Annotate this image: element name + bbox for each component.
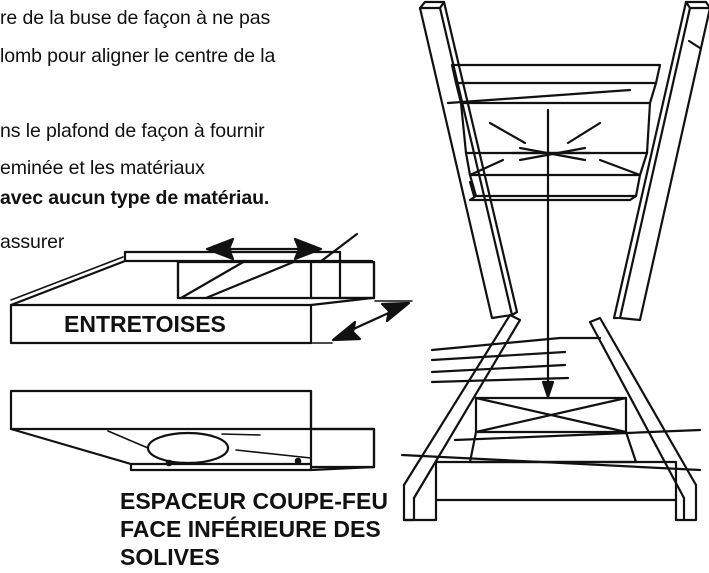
instruction-line-5-warning: avec aucun type de matériau. (0, 187, 270, 209)
caption-line-2: FACE INFÉRIEURE DES (120, 516, 381, 542)
instruction-line-6: assurer (0, 231, 65, 253)
instruction-line-2: lomb pour aligner le centre de la (0, 45, 276, 67)
caption-line-3: SOLIVES (120, 544, 220, 570)
instruction-line-4: eminée et les matériaux (0, 157, 205, 179)
chimney-perspective-diagram (402, 2, 709, 520)
firestop-spacer-diagram (11, 391, 374, 470)
caption-line-1: ESPACEUR COUPE-FEU (120, 488, 388, 514)
entretoises-front-joist (11, 305, 311, 343)
instruction-line-1: re de la buse de façon à ne pas (0, 7, 271, 29)
entretoises-label: ENTRETOISES (64, 311, 226, 337)
flue-opening (148, 433, 228, 463)
entretoises-diagram (11, 234, 412, 343)
instruction-line-3: ns le plafond de façon à fournir (0, 120, 265, 142)
